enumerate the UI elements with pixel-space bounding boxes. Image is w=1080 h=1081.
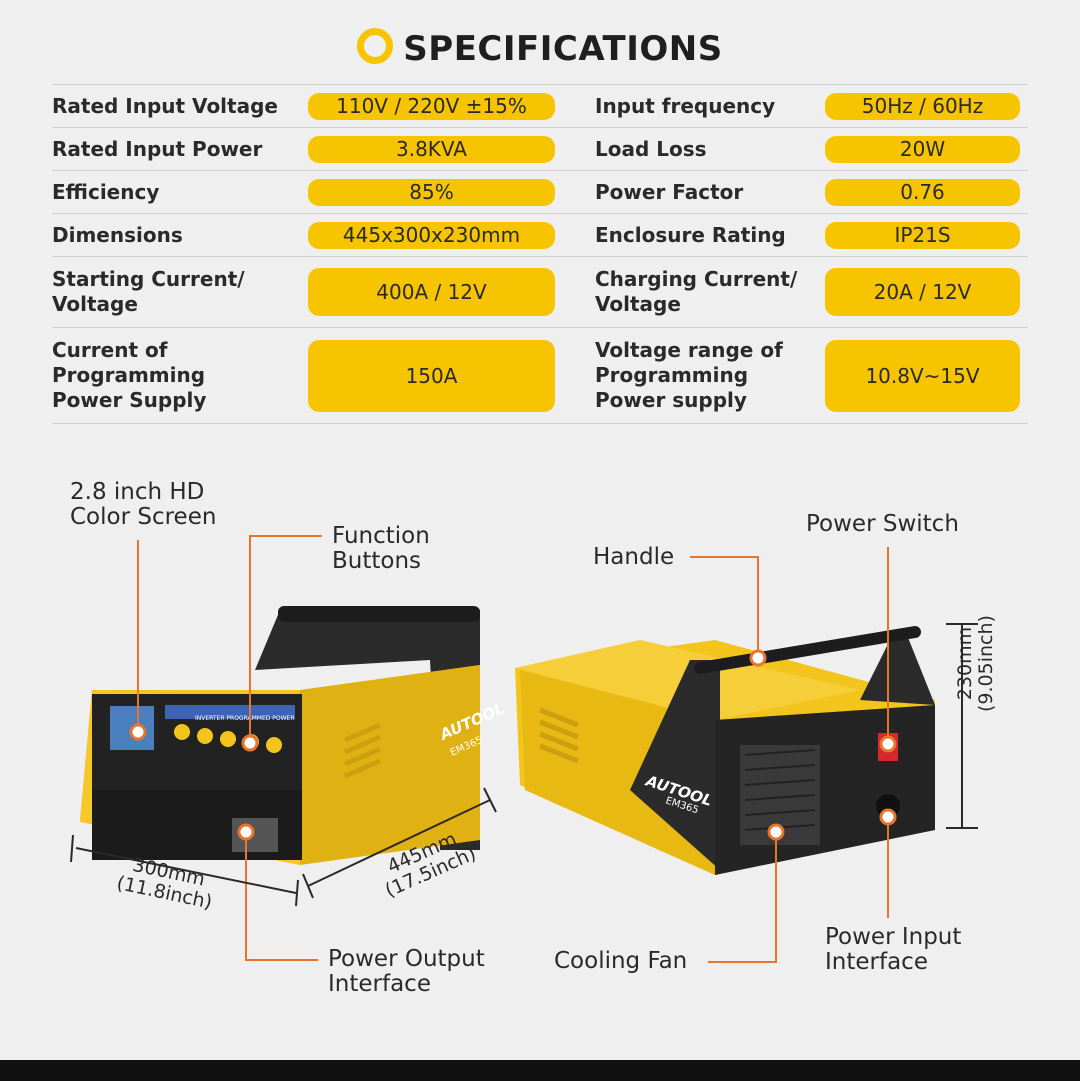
callout-output: Power Output Interface xyxy=(328,946,485,997)
callout-screen: 2.8 inch HD Color Screen xyxy=(70,479,217,530)
spec-row: Current of Programming Power Supply 150A V… xyxy=(52,327,1028,424)
circle-icon xyxy=(357,28,394,64)
spec-row: Dimensions 445x300x230mm Enclosure Rating I… xyxy=(52,213,1028,256)
callout-lines xyxy=(137,535,889,963)
spec-label: Starting Current/ Voltage xyxy=(52,267,245,316)
spec-label: Load Loss xyxy=(595,136,707,161)
spec-row: Starting Current/ Voltage 400A / 12V Charg… xyxy=(52,256,1028,327)
spec-label: Charging Current/ Voltage xyxy=(595,267,798,316)
spec-value: 50Hz / 60Hz xyxy=(825,92,1020,120)
spec-table: Rated Input Voltage 110V / 220V ±15% Input… xyxy=(52,84,1028,424)
callout-input: Power Input Interface xyxy=(825,924,962,975)
dimension-lines xyxy=(70,623,978,907)
rear-device-image: AUTOOL EM365 xyxy=(515,626,935,875)
spec-value: 20W xyxy=(825,135,1020,163)
page-title: SPECIFICATIONS xyxy=(0,28,1080,69)
callout-power-switch: Power Switch xyxy=(806,511,959,537)
dimension-height: 230mm (9.05inch) xyxy=(954,615,997,712)
callout-dots xyxy=(129,649,897,841)
spec-value: 150A xyxy=(308,339,555,412)
spec-value: 3.8KVA xyxy=(308,135,555,163)
callout-buttons: Function Buttons xyxy=(332,523,430,574)
spec-label: Input frequency xyxy=(595,93,776,118)
spec-label: Rated Input Power xyxy=(52,136,263,161)
spec-label: Enclosure Rating xyxy=(595,222,786,247)
spec-label: Current of Programming Power Supply xyxy=(52,338,207,412)
spec-label: Rated Input Voltage xyxy=(52,93,278,118)
spec-label: Efficiency xyxy=(52,179,160,204)
spec-label: Power Factor xyxy=(595,179,744,204)
spec-row: Efficiency 85% Power Factor 0.76 xyxy=(52,170,1028,213)
spec-value: 85% xyxy=(308,178,555,206)
spec-label: Dimensions xyxy=(52,222,183,247)
spec-row: Rated Input Power 3.8KVA Load Loss 20W xyxy=(52,127,1028,170)
title-text: SPECIFICATIONS xyxy=(403,29,723,69)
callout-handle: Handle xyxy=(593,544,675,570)
callout-fan: Cooling Fan xyxy=(554,948,688,974)
spec-value: 0.76 xyxy=(825,178,1020,206)
front-device-image: AUTOOL EM365 INVERTER PROGRAMMED POWER xyxy=(80,606,507,865)
spec-value: 445x300x230mm xyxy=(308,221,555,249)
spec-value: 110V / 220V ±15% xyxy=(308,92,555,120)
spec-row: Rated Input Voltage 110V / 220V ±15% Input… xyxy=(52,84,1028,127)
spec-value: 400A / 12V xyxy=(308,268,555,316)
panel-text: INVERTER PROGRAMMED POWER xyxy=(195,715,295,722)
spec-value: IP21S xyxy=(825,221,1020,249)
spec-value: 20A / 12V xyxy=(825,268,1020,316)
bottom-bar xyxy=(0,1060,1080,1081)
spec-value: 10.8V~15V xyxy=(825,339,1020,412)
spec-label: Voltage range of Programming Power suppl… xyxy=(595,338,783,412)
